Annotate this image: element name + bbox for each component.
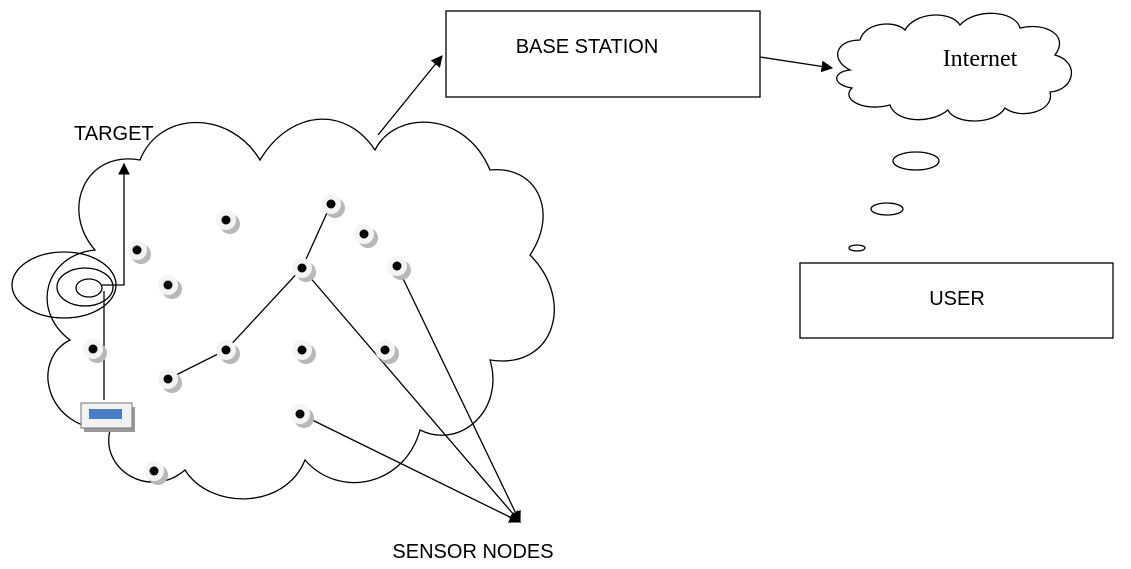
arrow-field-to-base-station: [377, 55, 443, 136]
arrow-base-station-to-internet: [759, 56, 834, 73]
sensor-nodes-group: [83, 194, 411, 485]
base-station-box: [445, 10, 761, 98]
sensor-node-dot: [132, 245, 142, 255]
sensor-node-dot: [392, 261, 402, 271]
pointer-line-2: [396, 265, 521, 524]
sensor-node: [292, 258, 316, 282]
pointer-line-3: [299, 413, 522, 523]
sensor-node: [158, 275, 182, 299]
thought-bubble-small: [848, 244, 866, 252]
sensor-node: [375, 340, 399, 364]
sensor-node: [144, 461, 168, 485]
pointer-line-1: [301, 267, 521, 523]
thought-bubble-large: [892, 151, 940, 171]
sensor-node: [216, 340, 240, 364]
thought-bubble-medium: [870, 202, 904, 216]
sensor-node-dot: [380, 345, 390, 355]
sensor-node-dot: [297, 263, 307, 273]
sensor-field-cloud: [46, 118, 555, 500]
sensor-node-dot: [163, 280, 173, 290]
sensor-node-dot: [163, 374, 173, 384]
sensor-node-dot: [221, 345, 231, 355]
sensor-node: [158, 369, 182, 393]
sensor-node: [387, 256, 411, 280]
sensor-node: [216, 210, 240, 234]
sensor-node: [290, 404, 314, 428]
internet-label: Internet: [943, 46, 1018, 72]
sensor-node: [292, 340, 316, 364]
sensor-node-dot: [88, 344, 98, 354]
target-label: TARGET: [74, 123, 154, 145]
user-label: USER: [929, 288, 985, 310]
sensor-node: [83, 339, 107, 363]
sensor-node-dot: [221, 215, 231, 225]
user-box: [799, 262, 1114, 339]
node-connection-path: [167, 203, 332, 380]
device-screen: [89, 409, 122, 419]
sensor-node-dot: [149, 466, 159, 476]
sensor-node: [354, 224, 378, 248]
sensor-node: [321, 194, 345, 218]
sensor-node-dot: [326, 199, 336, 209]
target-pointer-line: [102, 162, 130, 286]
target-inner-ring: [75, 278, 103, 298]
target-middle-ring: [56, 267, 114, 307]
base-station-label: BASE STATION: [516, 36, 659, 58]
sensor-node-dot: [297, 345, 307, 355]
sensor-node-dot: [295, 409, 305, 419]
sensor-node-dot: [359, 229, 369, 239]
sensor-node: [127, 240, 151, 264]
internet-cloud: [836, 12, 1073, 122]
sensor-nodes-label: SENSOR NODES: [392, 541, 553, 563]
